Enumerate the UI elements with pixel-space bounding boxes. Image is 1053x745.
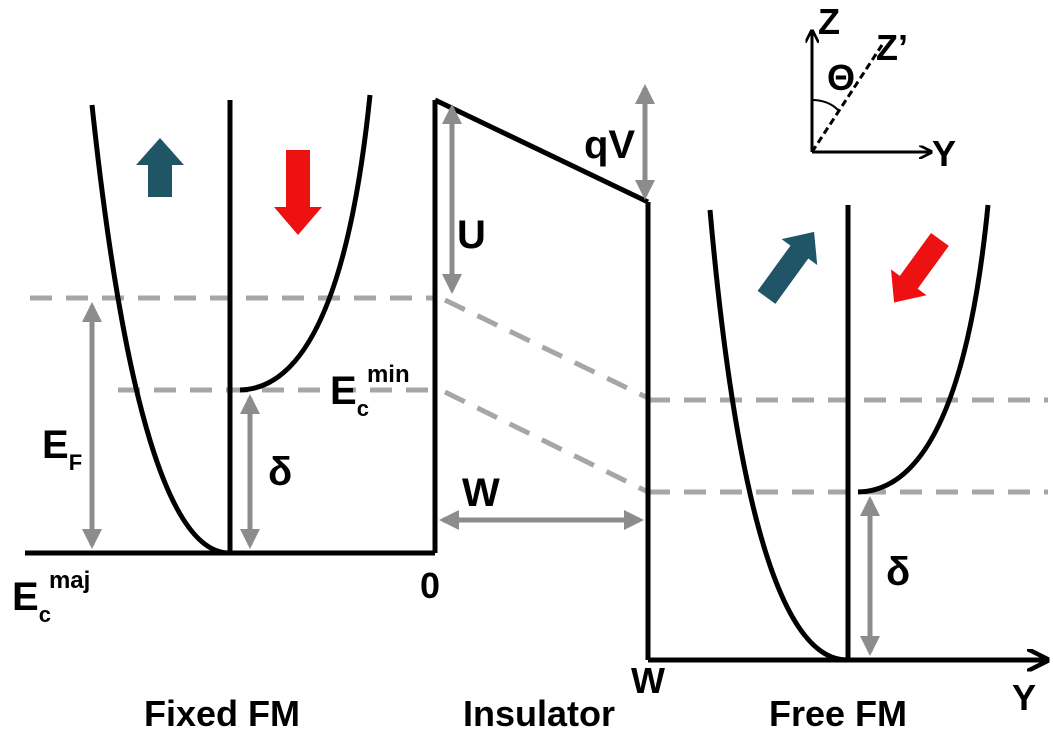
fixed-fm-label: Fixed FM bbox=[144, 693, 300, 734]
delta-label-left: δ bbox=[268, 450, 292, 494]
inset-z-prime-label: Z’ bbox=[876, 27, 908, 68]
theta-label: Θ bbox=[827, 57, 855, 98]
majority-band-parabola-left bbox=[89, 104, 231, 556]
origin-label: 0 bbox=[420, 565, 440, 606]
minority-spin-down-arrow-fixed bbox=[274, 150, 322, 235]
majority-spin-tilted-arrow-free bbox=[757, 231, 818, 304]
insulator-barrier-top bbox=[433, 97, 650, 205]
axis-y-label: Y bbox=[1012, 677, 1036, 718]
delta-label-right: δ bbox=[886, 550, 910, 594]
inset-y-label: Y bbox=[932, 133, 956, 174]
majority-band-parabola-right bbox=[707, 209, 849, 663]
bias-voltage-label: qV bbox=[584, 123, 635, 167]
minority-level-dashed-insulator bbox=[443, 389, 650, 495]
ec-maj-label: Ecmaj bbox=[12, 567, 90, 627]
theta-angle-arc bbox=[811, 99, 839, 111]
insulator-label: Insulator bbox=[463, 693, 615, 734]
fermi-level-dashed-insulator bbox=[443, 297, 650, 401]
barrier-width-label: W bbox=[462, 471, 500, 515]
fermi-energy-label: EF bbox=[42, 423, 82, 475]
minority-band-parabola-left bbox=[239, 94, 373, 393]
majority-spin-up-arrow-fixed bbox=[136, 138, 184, 197]
free-fm-label: Free FM bbox=[769, 693, 907, 734]
minority-spin-tilted-arrow-free bbox=[890, 232, 949, 303]
minority-band-parabola-right bbox=[857, 204, 991, 495]
axis-w-label: W bbox=[631, 660, 665, 701]
barrier-height-label: U bbox=[457, 213, 486, 257]
ec-min-label: Ecmin bbox=[330, 361, 410, 421]
inset-z-label: Z bbox=[818, 1, 840, 42]
